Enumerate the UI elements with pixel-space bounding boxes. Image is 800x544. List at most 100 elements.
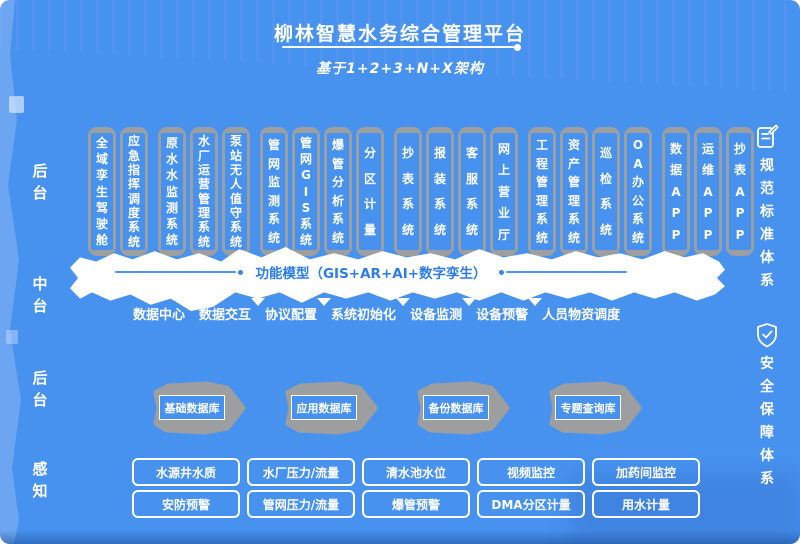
database-shape: 备份数据库 bbox=[414, 381, 510, 435]
function-item: 数据中心 bbox=[133, 308, 186, 323]
system-pill-label: 抄表系统 bbox=[397, 133, 419, 250]
system-pill: 资产管理系统 bbox=[560, 127, 588, 256]
function-item: 设备监测 bbox=[410, 308, 463, 323]
down-triangle-icon bbox=[462, 298, 477, 306]
system-pill: 工程管理系统 bbox=[528, 127, 556, 256]
database-shape: 应用数据库 bbox=[282, 381, 378, 435]
database-label: 备份数据库 bbox=[423, 395, 489, 420]
bottom-shade bbox=[0, 530, 800, 544]
banner-dot-right bbox=[498, 269, 504, 275]
function-item: 设备预警 bbox=[476, 308, 529, 323]
title-underline bbox=[282, 43, 521, 51]
system-pill: 管网监测系统 bbox=[260, 127, 288, 256]
sensing-item: 视频监控 bbox=[477, 458, 585, 486]
middle-platform-ribbon bbox=[70, 247, 725, 311]
layer-label-middle: 中台 bbox=[32, 275, 48, 315]
sensing-item: 用水计量 bbox=[592, 490, 700, 518]
left-torn-edge bbox=[0, 0, 21, 544]
system-pill: 泵站无人值守系统 bbox=[222, 127, 250, 256]
system-pill-label: 原水水监测系统 bbox=[161, 133, 183, 250]
security-system-group: 安全保障体系 bbox=[755, 322, 779, 486]
standards-system-label: 规范标准体系 bbox=[760, 158, 774, 289]
function-item: 数据交互 bbox=[199, 308, 252, 323]
down-triangle-icon bbox=[251, 298, 266, 306]
database-label: 专题查询库 bbox=[555, 395, 621, 420]
page-subtitle: 基于1+2+3+N+X架构 bbox=[316, 61, 484, 77]
sensing-item: 爆管预警 bbox=[362, 490, 470, 518]
function-item: 人员物资调度 bbox=[542, 308, 621, 323]
function-model-banner: 功能模型（GIS+AR+AI+数字孪生） bbox=[115, 263, 628, 282]
system-pill: 网上营业厅 bbox=[490, 127, 518, 256]
database-shape: 专题查询库 bbox=[546, 381, 642, 435]
underline-dot bbox=[514, 43, 521, 51]
banner-line-left bbox=[115, 271, 237, 273]
document-pen-icon bbox=[757, 124, 779, 148]
system-pill: 分区计量 bbox=[356, 127, 384, 256]
database-row: 基础数据库 应用数据库 备份数据库 专题查询库 bbox=[150, 381, 642, 435]
database-label: 基础数据库 bbox=[159, 395, 225, 420]
banner-dot-left bbox=[238, 269, 244, 275]
system-pill-label: 全域孪生驾驶舱 bbox=[91, 133, 113, 250]
down-triangle-icon bbox=[317, 298, 332, 306]
security-system-label: 安全保障体系 bbox=[760, 356, 774, 487]
app-group-customer: 抄表系统 报装系统 客服系统 网上营业厅 bbox=[394, 127, 518, 256]
system-pill-label: 网上营业厅 bbox=[493, 133, 515, 250]
system-pill: 客服系统 bbox=[458, 127, 486, 256]
app-group-cockpit: 全域孪生驾驶舱 应急指挥调度系统 bbox=[88, 127, 148, 256]
database-shape: 基础数据库 bbox=[150, 381, 246, 435]
sensing-item: 安防预警 bbox=[132, 490, 240, 518]
banner-line-right bbox=[505, 271, 628, 273]
down-triangle-icon bbox=[396, 298, 411, 306]
application-systems-row: 全域孪生驾驶舱 应急指挥调度系统 原水水监测系统 水厂运营管理系统 泵站无人值守… bbox=[88, 127, 754, 256]
system-pill: 报装系统 bbox=[426, 127, 454, 256]
function-item: 协议配置 bbox=[265, 308, 318, 323]
system-pill: 爆管分析系统 bbox=[324, 127, 352, 256]
sensing-row-2: 安防预警 管网压力/流量 爆管预警 DMA分区计量 用水计量 bbox=[132, 490, 700, 518]
light-patch bbox=[6, 330, 18, 344]
system-pill: 原水水监测系统 bbox=[158, 127, 186, 256]
system-pill-label: 分区计量 bbox=[359, 133, 381, 250]
layer-label-backend-lower: 后台 bbox=[32, 369, 48, 409]
sensing-row-1: 水源井水质 水厂压力/流量 清水池水位 视频监控 加药间监控 bbox=[132, 458, 700, 486]
layer-label-backend-top: 后台 bbox=[32, 162, 48, 202]
function-item: 系统初始化 bbox=[331, 308, 397, 323]
database-label: 应用数据库 bbox=[291, 395, 357, 420]
system-pill: 水厂运营管理系统 bbox=[190, 127, 218, 256]
system-pill-label: 资产管理系统 bbox=[563, 133, 585, 250]
right-rail: 规范标准体系 安全保障体系 bbox=[754, 124, 780, 486]
sensing-item: 清水池水位 bbox=[362, 458, 470, 486]
standards-system-group: 规范标准体系 bbox=[755, 124, 779, 288]
page-title: 柳林智慧水务综合管理平台 bbox=[273, 23, 526, 45]
system-pill-label: 客服系统 bbox=[461, 133, 483, 250]
system-pill-label: 巡检系统 bbox=[595, 133, 617, 250]
system-pill: 全域孪生驾驶舱 bbox=[88, 127, 116, 256]
system-pill: 巡检系统 bbox=[592, 127, 620, 256]
system-pill-label: 应急指挥调度系统 bbox=[123, 133, 145, 250]
system-pill-label: 工程管理系统 bbox=[531, 133, 553, 250]
system-pill: 应急指挥调度系统 bbox=[120, 127, 148, 256]
system-pill-label: 泵站无人值守系统 bbox=[225, 133, 247, 250]
sensing-item: 水厂压力/流量 bbox=[247, 458, 355, 486]
middle-platform-functions: 数据中心 数据交互 协议配置 系统初始化 设备监测 设备预警 人员物资调度 bbox=[133, 297, 620, 327]
system-pill-label: 报装系统 bbox=[429, 133, 451, 250]
sensing-item: DMA分区计量 bbox=[477, 490, 585, 518]
system-pill-label: 水厂运营管理系统 bbox=[193, 133, 215, 250]
shield-check-icon bbox=[757, 323, 777, 348]
system-pill-label: 爆管分析系统 bbox=[327, 133, 349, 250]
system-pill-label: 管网监测系统 bbox=[263, 133, 285, 250]
light-patch bbox=[9, 96, 24, 113]
sensing-item: 加药间监控 bbox=[592, 458, 700, 486]
